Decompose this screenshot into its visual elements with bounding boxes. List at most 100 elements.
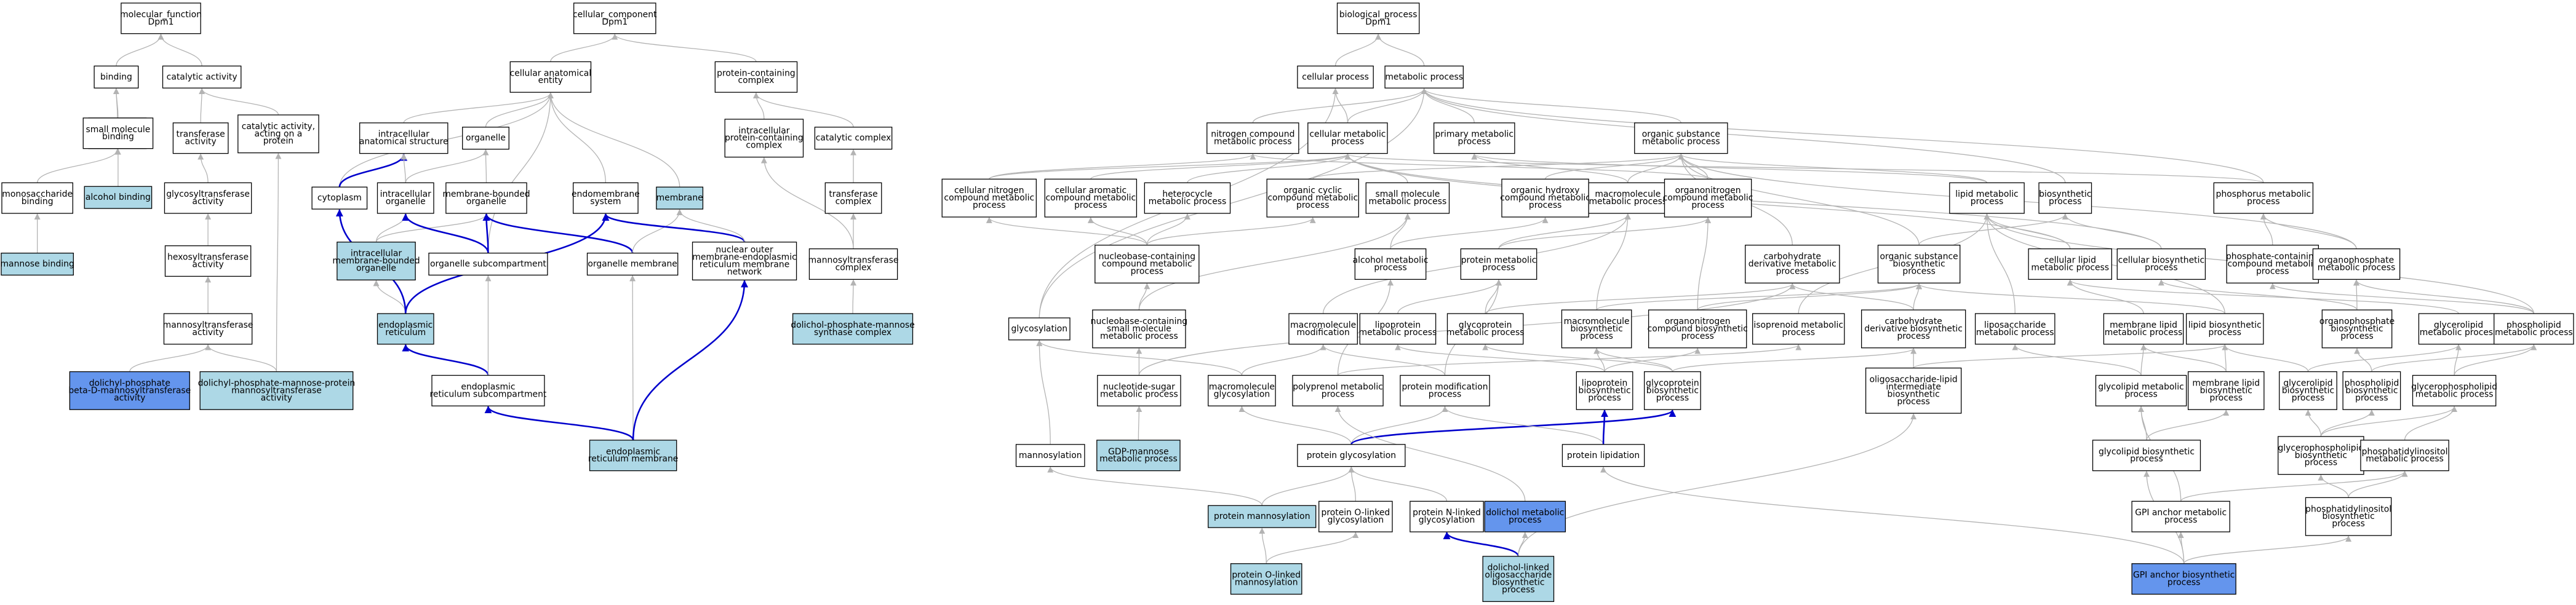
node-label: process xyxy=(1482,263,1515,273)
node-box xyxy=(94,65,139,89)
node-label: organelle membrane xyxy=(588,259,677,269)
edge-dolichyl-phosphate-bdmt-to-mannosyltransferase-activity xyxy=(129,344,211,372)
node-label: activity xyxy=(192,328,223,338)
node-label: metabolic process xyxy=(1149,197,1227,207)
node-label: process xyxy=(1131,266,1163,276)
node-label: mannosyltransferase xyxy=(808,256,899,266)
edge-protein-mannosylation-to-protein-glycosylation xyxy=(1261,466,1355,506)
node-label: dolichol-linked xyxy=(1488,563,1549,573)
edge-organelle-subcompartment-to-membrane-bounded-organelle xyxy=(482,213,490,253)
node-box xyxy=(714,61,798,93)
node-box xyxy=(1318,500,1393,532)
node-box xyxy=(2038,182,2092,214)
node-label: process xyxy=(1782,328,1815,338)
node-box xyxy=(2103,313,2184,345)
node-box xyxy=(509,61,592,93)
node-box xyxy=(2494,313,2574,345)
node-label: process xyxy=(2292,393,2324,403)
node-label: mannosylation xyxy=(1235,578,1298,588)
node-label: phosphorus metabolic xyxy=(2216,189,2311,199)
edge-organonitrogen-compound-mp-to-nitrogen-compound-mp xyxy=(1250,153,1709,180)
edge-protein-o-linked-mannosylation-to-protein-mannosylation xyxy=(1259,528,1267,564)
node-label: glycosyltransferase xyxy=(166,189,250,199)
node-label: membrane lipid xyxy=(2110,320,2177,330)
node-label: mannose binding xyxy=(1,259,74,269)
edge-endoplasmic-reticulum-to-intracellular-membrane-bounded-organelle xyxy=(373,280,406,314)
edge-biosynthetic-process-to-metabolic-process xyxy=(1421,88,2066,183)
node-label: organelle xyxy=(466,197,506,207)
node-box xyxy=(1576,371,1633,410)
node-label: process xyxy=(1074,200,1107,210)
node-label: cellular nitrogen xyxy=(954,186,1024,196)
node-label: nucleobase-containing xyxy=(1091,317,1188,326)
edge-protein-lipidation-to-protein-modification-process xyxy=(1442,406,1604,445)
edge-protein-lipidation-to-lipoprotein-biosynthetic xyxy=(1601,409,1609,445)
edge-intracellular-organelle-to-organelle xyxy=(405,149,489,183)
edge-nuclear-outer-membrane-to-membrane xyxy=(676,209,745,242)
node-label: organophosphate xyxy=(2319,317,2395,326)
node-oligosaccharide-lipid-intermediate: oligosaccharide-lipidintermediatebiosynt… xyxy=(1865,367,1962,414)
node-label: process xyxy=(1296,200,1329,210)
node-label: process xyxy=(2124,389,2157,399)
node-alcohol-binding: alcohol binding xyxy=(84,186,153,209)
node-label: protein-containing xyxy=(725,133,804,143)
node-label: small molecule xyxy=(1107,324,1171,334)
node-label: biosynthetic xyxy=(2200,386,2252,395)
node-cellular-process: cellular process xyxy=(1297,65,1374,89)
node-label: molecular_function xyxy=(120,10,202,20)
edge-mannosyltransferase-complex-to-intracellular-protein-containing-complex xyxy=(760,157,854,249)
node-box xyxy=(1230,563,1302,595)
node-box xyxy=(462,127,509,150)
edge-glycoprotein-biosynthetic-to-glycoprotein-mp xyxy=(1482,344,1673,372)
node-box xyxy=(692,242,797,281)
node-dolichol-linked-oligosaccharide: dolichol-linkedoligosaccharidebiosynthet… xyxy=(1482,556,1555,603)
node-label: reticulum xyxy=(385,328,426,338)
node-label: metabolic process xyxy=(1359,328,1437,338)
edge-glycerophospholipid-biosynthetic-to-glycerolipid-biosynthetic xyxy=(2305,409,2322,437)
node-label: protein O-linked xyxy=(1232,571,1301,580)
node-label: metabolic process xyxy=(2318,263,2396,273)
node-label: biosynthetic xyxy=(2331,324,2383,334)
edge-gdp-mannose-mp-to-nucleotide-sugar-mp xyxy=(1136,406,1142,440)
edge-lipoprotein-biosynthetic-to-organonitrogen-compound-biosynthetic xyxy=(1604,347,1701,372)
node-label: biological_process xyxy=(1339,10,1418,20)
node-label: process xyxy=(1656,393,1689,403)
node-binding: binding xyxy=(94,65,139,89)
node-box xyxy=(1561,444,1645,467)
edge-phosphorus-mp-to-metabolic-process xyxy=(1421,88,2264,183)
node-label: dolichyl-phosphate-mannose-protein xyxy=(198,378,356,388)
node-label: dolichyl-phosphate xyxy=(89,378,170,388)
node-label: complex xyxy=(835,263,872,273)
node-label: binding xyxy=(102,132,134,142)
edge-lipid-biosynthetic-process-to-organic-substance-biosynthetic xyxy=(1916,283,2225,314)
node-box xyxy=(1400,374,1490,406)
edge-organelle-membrane-to-membrane-bounded-organelle xyxy=(482,213,634,254)
node-label: process xyxy=(1509,515,1541,525)
node-box xyxy=(1144,182,1231,214)
node-label: process xyxy=(2247,197,2279,207)
edge-protein-mannosylation-to-mannosylation xyxy=(1047,466,1262,506)
node-label: biosynthetic xyxy=(1570,324,1622,334)
node-label: alcohol binding xyxy=(86,192,151,202)
node-box xyxy=(2116,248,2206,280)
node-label: biosynthetic xyxy=(2039,189,2091,199)
edge-lipoprotein-biosynthetic-to-lipoprotein-mp xyxy=(1395,344,1605,373)
node-label: process xyxy=(1681,331,1713,341)
